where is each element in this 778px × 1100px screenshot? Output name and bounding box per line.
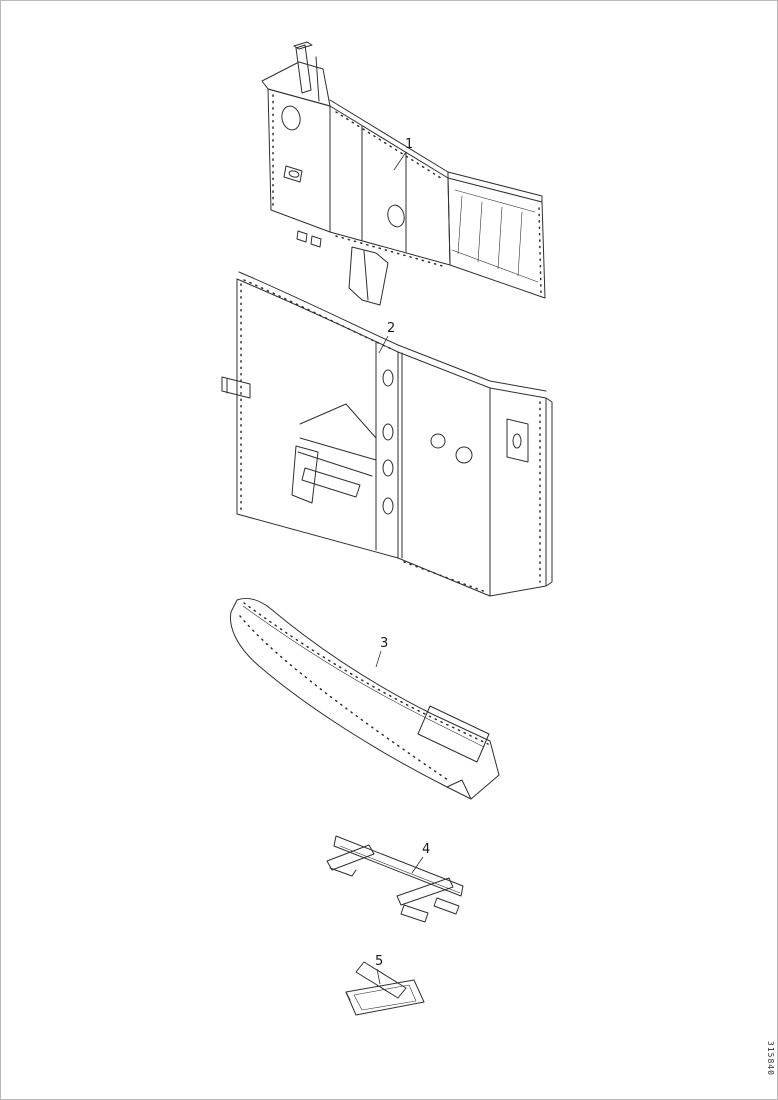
callout-4-label: 4: [422, 842, 430, 857]
rivet-line: [335, 111, 445, 181]
lightening-hole: [430, 433, 446, 449]
callout-3-label: 3: [380, 636, 388, 651]
rivet-line: [403, 561, 487, 593]
rivet-line: [538, 207, 542, 294]
rivet-line: [239, 615, 449, 781]
lightening-hole: [281, 105, 301, 131]
lightening-hole: [455, 446, 473, 464]
rivet-line: [243, 279, 395, 351]
part-4-drawing: [326, 835, 464, 923]
callout-2-label: 2: [387, 321, 395, 336]
callout-4: 4: [411, 842, 430, 874]
rivet-line: [335, 235, 447, 268]
callout-3: 3: [375, 636, 388, 668]
part-5-drawing: [345, 961, 425, 1016]
part-1-drawing: [261, 41, 546, 306]
callout-5-label: 5: [375, 954, 383, 969]
lightening-hole: [387, 204, 405, 228]
part-3-drawing: [229, 597, 500, 800]
callout-1: 1: [393, 137, 413, 171]
figure-code: 315840: [766, 1041, 775, 1076]
callout-2: 2: [378, 321, 395, 354]
callout-1-label: 1: [405, 137, 413, 152]
callouts: 1 2 3 4 5: [375, 137, 430, 985]
part-2-drawing: [221, 271, 553, 597]
callout-5: 5: [375, 954, 383, 985]
